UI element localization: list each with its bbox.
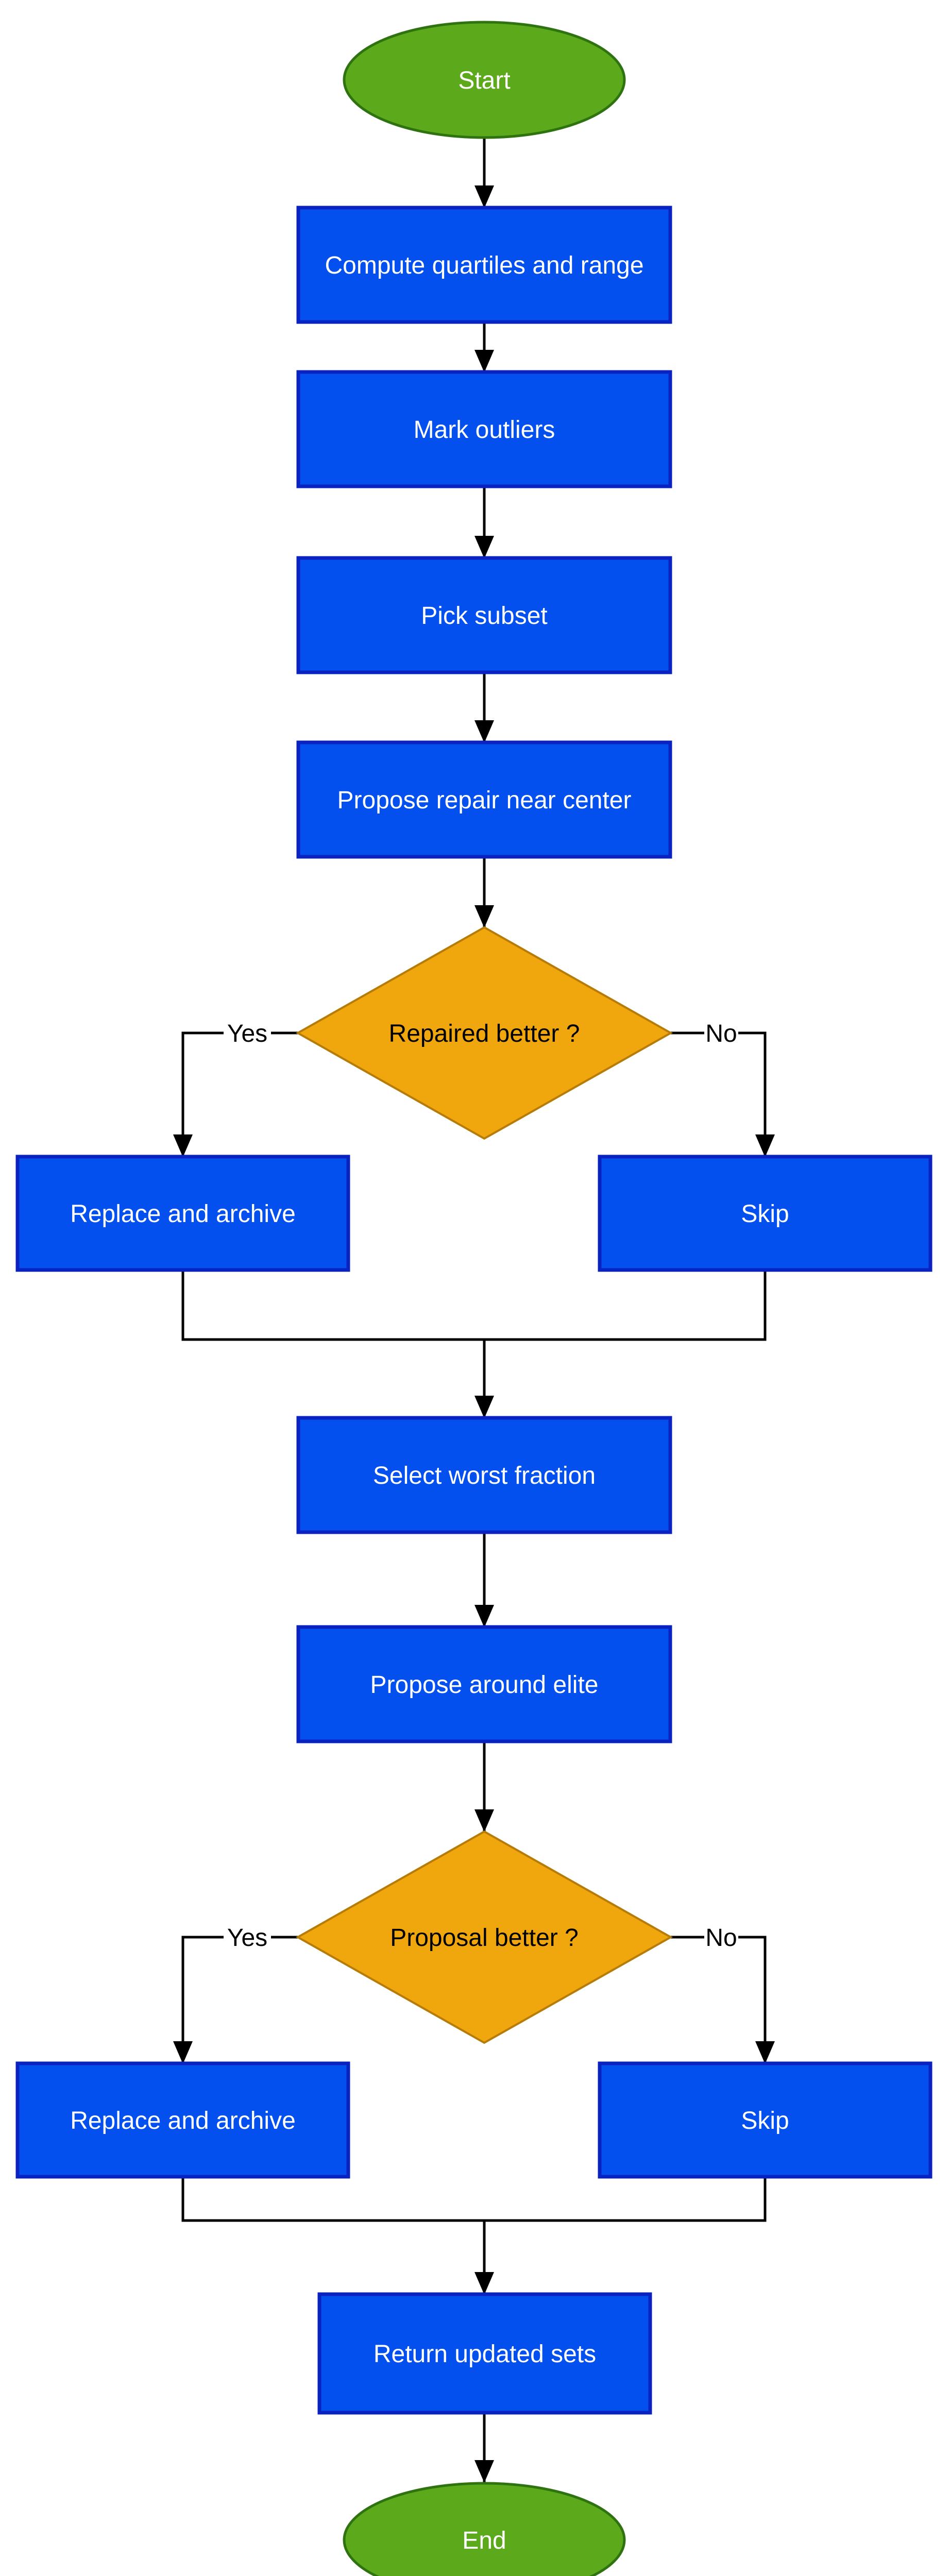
node-pick-subset: Pick subset: [296, 556, 672, 674]
edge-decision1-yes-label-bg: [224, 1019, 271, 1047]
repaired-better-label: Repaired better ?: [389, 1020, 580, 1047]
select-worst-shape: [296, 1416, 672, 1534]
edge-decision2-yes: [173, 1936, 298, 2064]
node-start: Start: [343, 21, 626, 139]
edge-decision1-yes-line: [173, 1031, 298, 1157]
edge-replace1-merge-line: [181, 1270, 484, 1341]
edge-decision1-no-label-text: No: [705, 1020, 737, 1047]
edge-decision2-no-label-text: No: [705, 1924, 737, 1952]
node-compute-quartiles: Compute quartiles and range: [296, 206, 672, 324]
start-label: Start: [458, 67, 510, 94]
proposal-better-label: Proposal better ?: [390, 1924, 579, 1952]
edge-decision1-no-line: [671, 1031, 775, 1157]
replace-archive-1-label: Replace and archive: [70, 1200, 296, 1228]
edge-decision2-no-label-bg: [704, 1923, 738, 1952]
propose-repair-shape: [296, 740, 672, 859]
node-repaired-better: Repaired better ?: [295, 926, 673, 1140]
node-propose-repair: Propose repair near center: [296, 740, 672, 859]
node-select-worst: Select worst fraction: [296, 1416, 672, 1534]
edge-decision1-yes-label-text: Yes: [227, 1020, 267, 1047]
propose-elite-label: Propose around elite: [370, 1671, 599, 1699]
compute-quartiles-shape: [296, 206, 672, 324]
compute-quartiles-label: Compute quartiles and range: [325, 252, 643, 279]
replace-archive-2-shape: [15, 2061, 350, 2179]
propose-repair-label: Propose repair near center: [337, 787, 632, 814]
edge-decision1-yes: [173, 1031, 298, 1157]
edge-replace2-merge: [181, 2177, 484, 2222]
return-sets-label: Return updated sets: [374, 2341, 596, 2368]
edge-skip1-merge-line: [484, 1270, 767, 1341]
node-return-sets: Return updated sets: [317, 2292, 652, 2415]
repaired-better-shape: [295, 926, 673, 1140]
select-worst-label: Select worst fraction: [373, 1462, 596, 1489]
edge-decision2-yes-label-bg: [224, 1923, 271, 1952]
node-end: End: [343, 2482, 626, 2576]
edge-decision2-no-label: No: [704, 1923, 738, 1952]
pick-subset-shape: [296, 556, 672, 674]
replace-archive-1-shape: [15, 1155, 350, 1272]
edge-decision2-no-line: [671, 1936, 775, 2064]
end-label: End: [462, 2527, 506, 2554]
node-replace-archive-2: Replace and archive: [15, 2061, 350, 2179]
pick-subset-label: Pick subset: [421, 602, 547, 630]
edge-replace1-merge: [181, 1270, 484, 1341]
node-proposal-better: Proposal better ?: [295, 1830, 673, 2044]
edge-decision1-no: [671, 1031, 775, 1157]
edge-skip2-merge: [484, 2177, 767, 2222]
edge-decision1-no-label-bg: [704, 1019, 738, 1047]
edge-decision2-no: [671, 1936, 775, 2064]
return-sets-shape: [317, 2292, 652, 2415]
end-shape: [343, 2482, 626, 2576]
edge-skip2-merge-line: [484, 2177, 767, 2222]
edge-skip1-merge: [484, 1270, 767, 1341]
edge-decision1-no-label: No: [704, 1019, 738, 1047]
skip-1-shape: [598, 1155, 932, 1272]
edge-decision2-yes-label: Yes: [224, 1923, 271, 1952]
replace-archive-2-label: Replace and archive: [70, 2107, 296, 2134]
skip-2-shape: [598, 2061, 932, 2179]
node-skip-2: Skip: [598, 2061, 932, 2179]
skip-1-label: Skip: [741, 1200, 789, 1228]
propose-elite-shape: [296, 1625, 672, 1743]
proposal-better-shape: [295, 1830, 673, 2044]
mark-outliers-label: Mark outliers: [414, 416, 555, 444]
edge-replace2-merge-line: [181, 2177, 484, 2222]
node-replace-archive-1: Replace and archive: [15, 1155, 350, 1272]
edge-decision2-yes-line: [173, 1936, 298, 2064]
edge-decision1-yes-label: Yes: [224, 1019, 271, 1047]
skip-2-label: Skip: [741, 2107, 789, 2134]
node-skip-1: Skip: [598, 1155, 932, 1272]
start-shape: [343, 21, 626, 139]
edge-decision2-yes-label-text: Yes: [227, 1924, 267, 1952]
node-mark-outliers: Mark outliers: [296, 370, 672, 488]
mark-outliers-shape: [296, 370, 672, 488]
node-propose-elite: Propose around elite: [296, 1625, 672, 1743]
